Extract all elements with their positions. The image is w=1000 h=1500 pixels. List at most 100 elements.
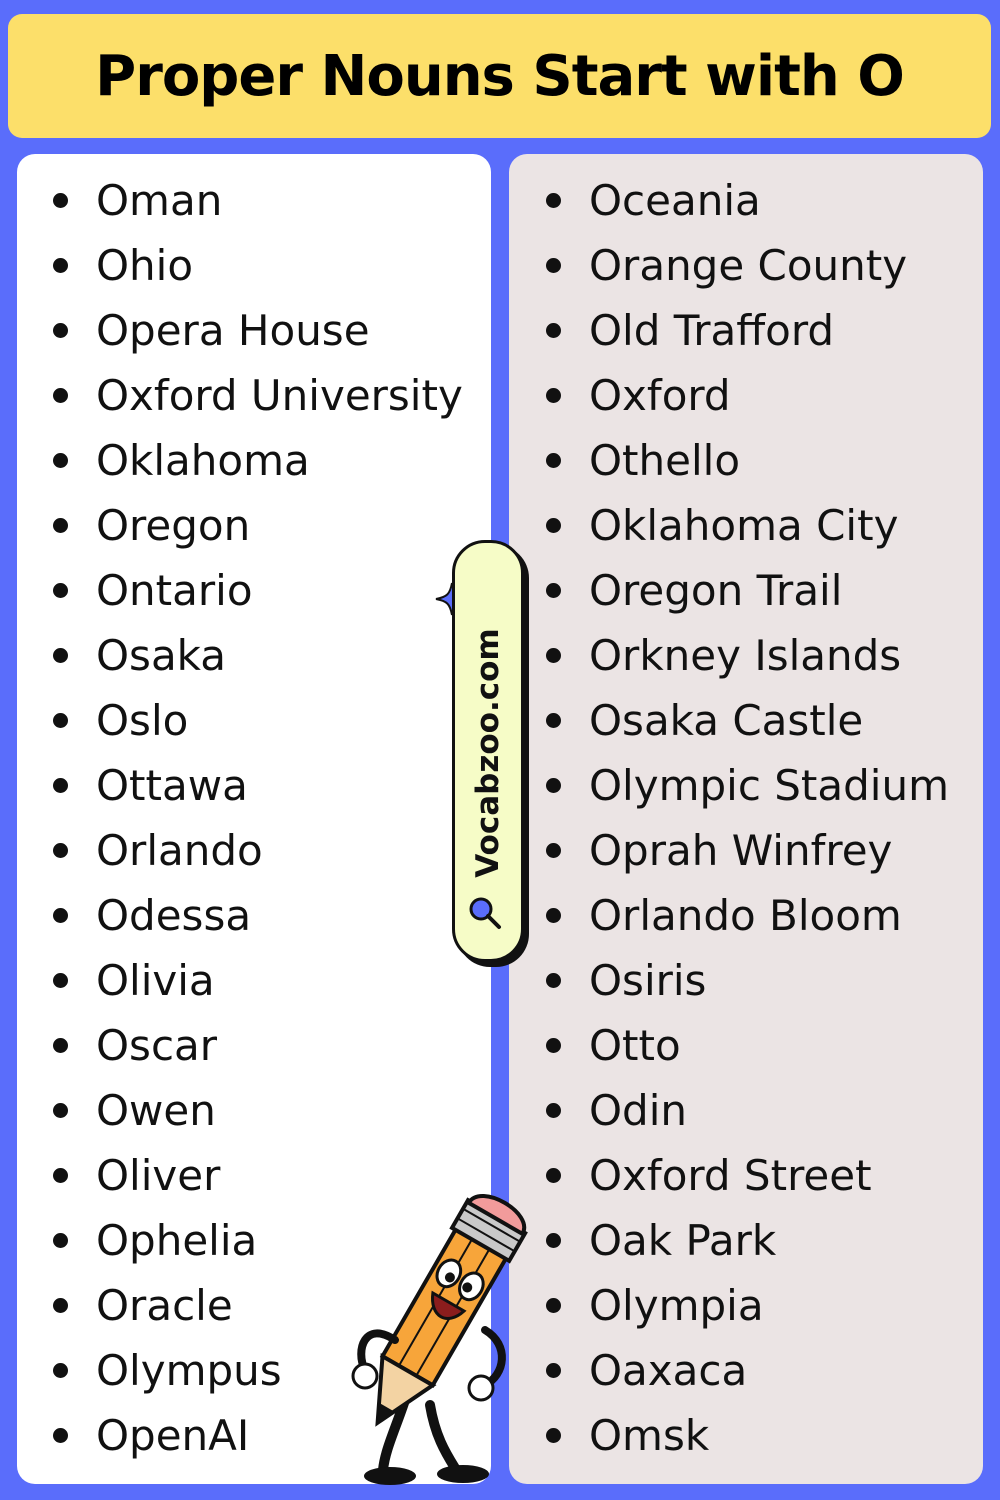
list-item: Ophelia [53, 1208, 463, 1273]
bullet-icon [546, 1363, 561, 1378]
bullet-icon [546, 193, 561, 208]
noun-text: Oliver [96, 1151, 221, 1200]
noun-text: Olympia [589, 1281, 764, 1330]
noun-text: Oregon [96, 501, 251, 550]
bullet-icon [53, 258, 68, 273]
bullet-icon [546, 453, 561, 468]
noun-text: Oregon Trail [589, 566, 843, 615]
bullet-icon [546, 843, 561, 858]
bullet-icon [53, 1103, 68, 1118]
search-icon [469, 897, 501, 929]
list-item: Ohio [53, 233, 463, 298]
list-item: Oprah Winfrey [546, 818, 949, 883]
bullet-icon [546, 258, 561, 273]
noun-text: Omsk [589, 1411, 710, 1460]
list-item: Olivia [53, 948, 463, 1013]
list-item: Old Trafford [546, 298, 949, 363]
bullet-icon [546, 518, 561, 533]
noun-text: Oprah Winfrey [589, 826, 893, 875]
noun-text: Oman [96, 176, 223, 225]
page-title: Proper Nouns Start with O [95, 43, 905, 109]
bullet-icon [53, 1298, 68, 1313]
list-item: Oxford Street [546, 1143, 949, 1208]
noun-text: Oxford Street [589, 1151, 872, 1200]
noun-text: OpenAI [96, 1411, 250, 1460]
bullet-icon [546, 1168, 561, 1183]
noun-text: Orlando Bloom [589, 891, 902, 940]
bullet-icon [53, 193, 68, 208]
bullet-icon [53, 323, 68, 338]
noun-text: Owen [96, 1086, 216, 1135]
noun-text: Old Trafford [589, 306, 835, 355]
noun-text: Orlando [96, 826, 263, 875]
bullet-icon [546, 388, 561, 403]
list-item: Orlando [53, 818, 463, 883]
bullet-icon [546, 1103, 561, 1118]
list-item: Olympic Stadium [546, 753, 949, 818]
list-item: Oliver [53, 1143, 463, 1208]
pencil-mascot-icon [351, 1194, 528, 1485]
title-banner: Proper Nouns Start with O [8, 14, 991, 138]
bullet-icon [53, 713, 68, 728]
list-item: Opera House [53, 298, 463, 363]
list-item: Oslo [53, 688, 463, 753]
noun-text: Olivia [96, 956, 215, 1005]
noun-text: Oscar [96, 1021, 218, 1070]
bullet-icon [53, 1363, 68, 1378]
list-item: Otto [546, 1013, 949, 1078]
list-item: Oceania [546, 168, 949, 233]
list-item: Oscar [53, 1013, 463, 1078]
list-item: Othello [546, 428, 949, 493]
bullet-icon [53, 648, 68, 663]
bullet-icon [53, 778, 68, 793]
list-item: Oregon Trail [546, 558, 949, 623]
bullet-icon [53, 1038, 68, 1053]
list-item: Owen [53, 1078, 463, 1143]
bullet-icon [546, 648, 561, 663]
list-item: Oklahoma City [546, 493, 949, 558]
noun-text: Orkney Islands [589, 631, 902, 680]
noun-text: Osiris [589, 956, 707, 1005]
list-item: Oman [53, 168, 463, 233]
bullet-icon [53, 583, 68, 598]
list-item: Orlando Bloom [546, 883, 949, 948]
bullet-icon [53, 1428, 68, 1443]
list-item: Oak Park [546, 1208, 949, 1273]
noun-text: Oceania [589, 176, 761, 225]
noun-text: Oslo [96, 696, 189, 745]
bullet-icon [546, 323, 561, 338]
bullet-icon [53, 1168, 68, 1183]
noun-text: Oak Park [589, 1216, 777, 1265]
list-item: Oxford [546, 363, 949, 428]
noun-text: Ophelia [96, 1216, 258, 1265]
noun-text: Opera House [96, 306, 370, 355]
watermark-text: Vocabzoo.com [470, 628, 506, 878]
list-item: Oregon [53, 493, 463, 558]
bullet-icon [53, 518, 68, 533]
watermark-tag: Vocabzoo.com [452, 540, 524, 962]
bullet-icon [546, 778, 561, 793]
noun-text: Olympic Stadium [589, 761, 949, 810]
bullet-icon [53, 973, 68, 988]
noun-text: Oracle [96, 1281, 233, 1330]
noun-text: Odessa [96, 891, 252, 940]
list-item: Odin [546, 1078, 949, 1143]
list-item: Osaka Castle [546, 688, 949, 753]
bullet-icon [546, 1428, 561, 1443]
list-item: Olympia [546, 1273, 949, 1338]
noun-text: Oklahoma [96, 436, 310, 485]
list-item: Olympus [53, 1338, 463, 1403]
bullet-icon [546, 583, 561, 598]
bullet-icon [546, 908, 561, 923]
noun-text: Oxford University [96, 371, 463, 420]
list-item: Oklahoma [53, 428, 463, 493]
list-item: Orange County [546, 233, 949, 298]
list-item: Odessa [53, 883, 463, 948]
bullet-icon [546, 1233, 561, 1248]
bullet-icon [53, 1233, 68, 1248]
bullet-icon [546, 973, 561, 988]
